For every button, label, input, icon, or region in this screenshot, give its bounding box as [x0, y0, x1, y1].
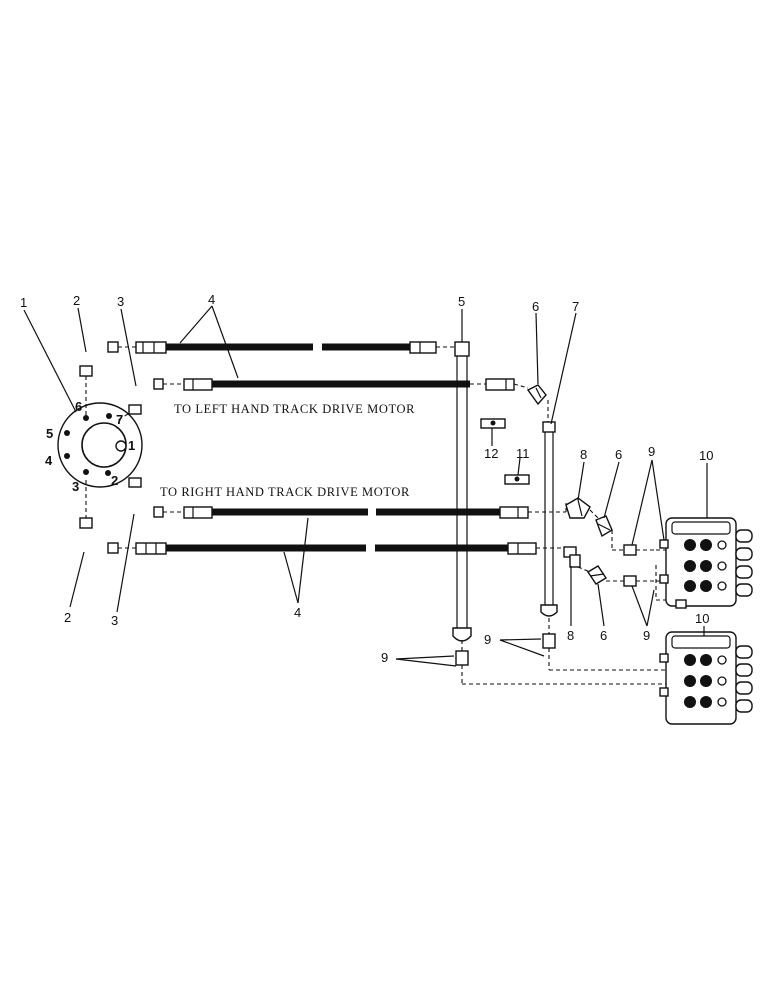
- upper-left-hose: [118, 341, 454, 354]
- callout-3-lower: 3: [111, 613, 118, 628]
- callout-5: 5: [458, 294, 465, 309]
- elbow-fitting-8-lower: [563, 546, 581, 568]
- callout-9-upper: 9: [648, 444, 655, 459]
- callout-6-top: 6: [532, 299, 539, 314]
- callout-4-lower: 4: [294, 605, 301, 620]
- leader-lines: [23, 305, 708, 667]
- adapter-9-tube5: [455, 640, 668, 685]
- elbow-fitting-6-low: [587, 565, 607, 585]
- callout-9-right: 9: [643, 628, 650, 643]
- callout-7: 7: [572, 299, 579, 314]
- callout-8-upper: 8: [580, 447, 587, 462]
- lower-left-hose: [118, 542, 564, 555]
- adapter-9-upper: [612, 544, 656, 556]
- adapter-9-lower: [606, 575, 656, 587]
- callout-10-upper: 10: [699, 448, 713, 463]
- callout-6-low: 6: [600, 628, 607, 643]
- callout-2-upper: 2: [73, 293, 80, 308]
- control-valve-upper: [659, 517, 753, 609]
- elbow-fitting-6-mid: [595, 515, 613, 538]
- upper-small-elbow: [117, 378, 164, 421]
- callout-6-mid: 6: [615, 447, 622, 462]
- adapter-9-tube7: [542, 618, 668, 671]
- port-label-6: 6: [75, 399, 82, 414]
- lower-elbow-fitting: [79, 480, 119, 554]
- caption-left-motor: TO LEFT HAND TRACK DRIVE MOTOR: [174, 402, 415, 416]
- callout-10-lower: 10: [695, 611, 709, 626]
- tee-fitting-11: [504, 474, 530, 485]
- caption-right-motor: TO RIGHT HAND TRACK DRIVE MOTOR: [160, 485, 410, 499]
- callout-labels: 1 2 3 4 5 6 7 12 11 8 6 9 10 2 3 4 8 6 9…: [20, 292, 713, 665]
- vertical-pressure-tube: [540, 400, 558, 617]
- lower-small-elbow: [128, 477, 164, 518]
- callout-9-tube5: 9: [381, 650, 388, 665]
- callout-12: 12: [484, 446, 498, 461]
- port-label-5: 5: [46, 426, 53, 441]
- port-label-2: 2: [111, 473, 118, 488]
- port-label-3: 3: [72, 479, 79, 494]
- tee-fitting-12: [480, 418, 506, 429]
- callout-4-upper: 4: [208, 292, 215, 307]
- upper-elbow-fitting: [79, 341, 119, 416]
- callout-3-upper: 3: [117, 294, 124, 309]
- callout-2-lower: 2: [64, 610, 71, 625]
- elbow-fitting-6-top: [526, 384, 547, 406]
- vertical-return-tube: [452, 341, 472, 642]
- control-valve-lower: [659, 631, 753, 725]
- hose-to-left-motor: [163, 378, 529, 391]
- port-label-1: 1: [128, 438, 135, 453]
- swivel-manifold-plate: [57, 402, 143, 488]
- callout-9-tube7: 9: [484, 632, 491, 647]
- port-label-4: 4: [45, 453, 53, 468]
- elbow-fitting-8-upper: [565, 497, 591, 519]
- callout-11: 11: [516, 446, 530, 461]
- callout-8-lower: 8: [567, 628, 574, 643]
- callout-1: 1: [20, 295, 27, 310]
- hose-to-right-motor: [163, 506, 566, 519]
